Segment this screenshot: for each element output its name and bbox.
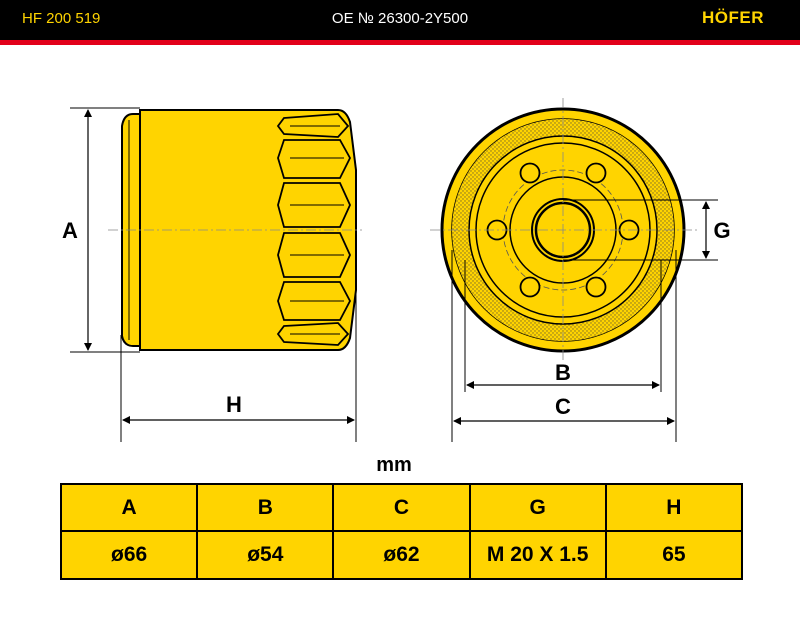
dimension-g-label: G [713, 218, 730, 243]
header-accent-line [0, 40, 800, 45]
table-header-cell: A [59, 483, 199, 532]
table-value-row: ø66 ø54 ø62 M 20 X 1.5 65 [59, 530, 744, 580]
dimension-a-label: A [62, 218, 78, 243]
table-value-cell: ø62 [332, 530, 471, 580]
product-code: HF 200 519 [22, 10, 101, 27]
table-header-row: A B C G H [59, 483, 744, 532]
technical-drawing: A H [62, 98, 731, 442]
table-value-cell: ø54 [196, 530, 335, 580]
front-view: G B C [430, 98, 731, 442]
dimension-c-label: C [555, 394, 571, 419]
table-value-cell: 65 [604, 530, 744, 580]
table-header-cell: G [468, 483, 607, 532]
table-header-cell: C [332, 483, 471, 532]
unit-label: mm [376, 454, 412, 476]
brand-logo: HÖFER [702, 8, 764, 27]
oe-number: OE № 26300-2Y500 [331, 10, 469, 27]
table-value-cell: ø66 [59, 530, 199, 580]
table-header-cell: H [604, 483, 744, 532]
table-value-cell: M 20 X 1.5 [468, 530, 607, 580]
dimensions-table: A B C G H ø66 ø54 ø62 M 20 X 1.5 65 [59, 483, 744, 580]
header-bar: HF 200 519 OE № 26300-2Y500 HÖFER [0, 0, 800, 40]
dimension-b-label: B [555, 360, 571, 385]
dimension-h-label: H [226, 392, 242, 417]
side-view: A H [62, 107, 362, 442]
table-header-cell: B [196, 483, 335, 532]
